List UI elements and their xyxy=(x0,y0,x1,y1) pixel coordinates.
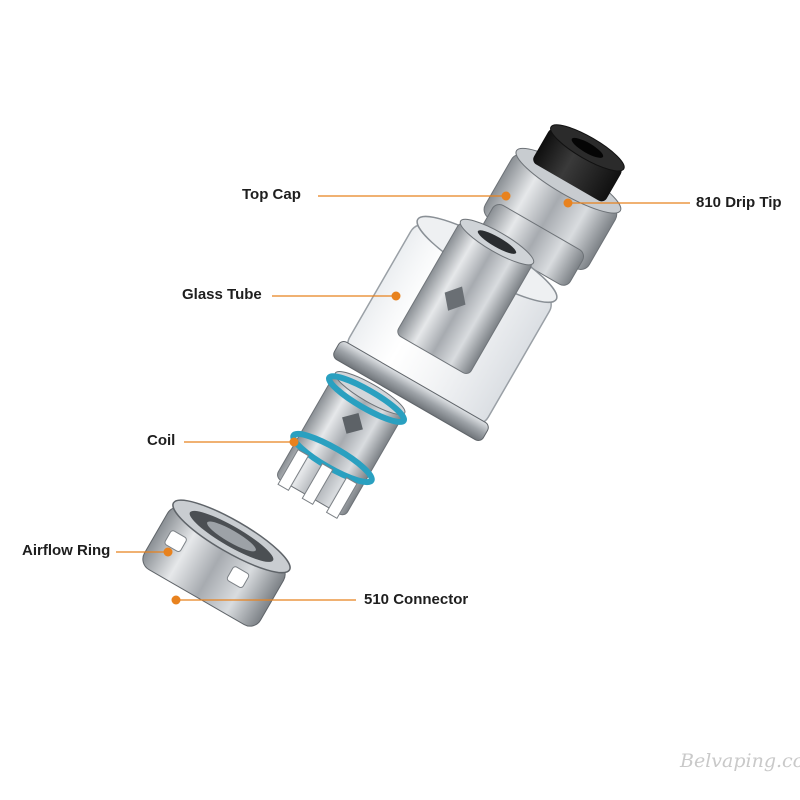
label-510-connector: 510 Connector xyxy=(364,591,469,608)
marker-dot-coil xyxy=(289,437,299,447)
label-drip-tip: 810 Drip Tip xyxy=(696,194,782,211)
marker-dot-510-connector xyxy=(171,595,181,605)
marker-dot-glass-tube xyxy=(391,291,401,301)
marker-dots xyxy=(163,191,573,605)
coil-part xyxy=(277,371,408,519)
top-cap-part xyxy=(478,124,625,286)
drip-tip-part xyxy=(533,129,622,202)
marker-dot-airflow-ring xyxy=(163,547,173,557)
marker-dot-drip-tip xyxy=(563,198,573,208)
label-glass-tube: Glass Tube xyxy=(182,286,262,303)
airflow-ring-part xyxy=(142,499,291,627)
label-top-cap: Top Cap xyxy=(242,186,301,203)
marker-dot-top-cap xyxy=(501,191,511,201)
label-coil: Coil xyxy=(147,432,176,449)
watermark: Belvaping.com xyxy=(680,750,800,772)
leader-lines xyxy=(116,195,690,601)
glass-tube-part xyxy=(333,215,558,441)
label-airflow-ring: Airflow Ring xyxy=(22,542,111,559)
